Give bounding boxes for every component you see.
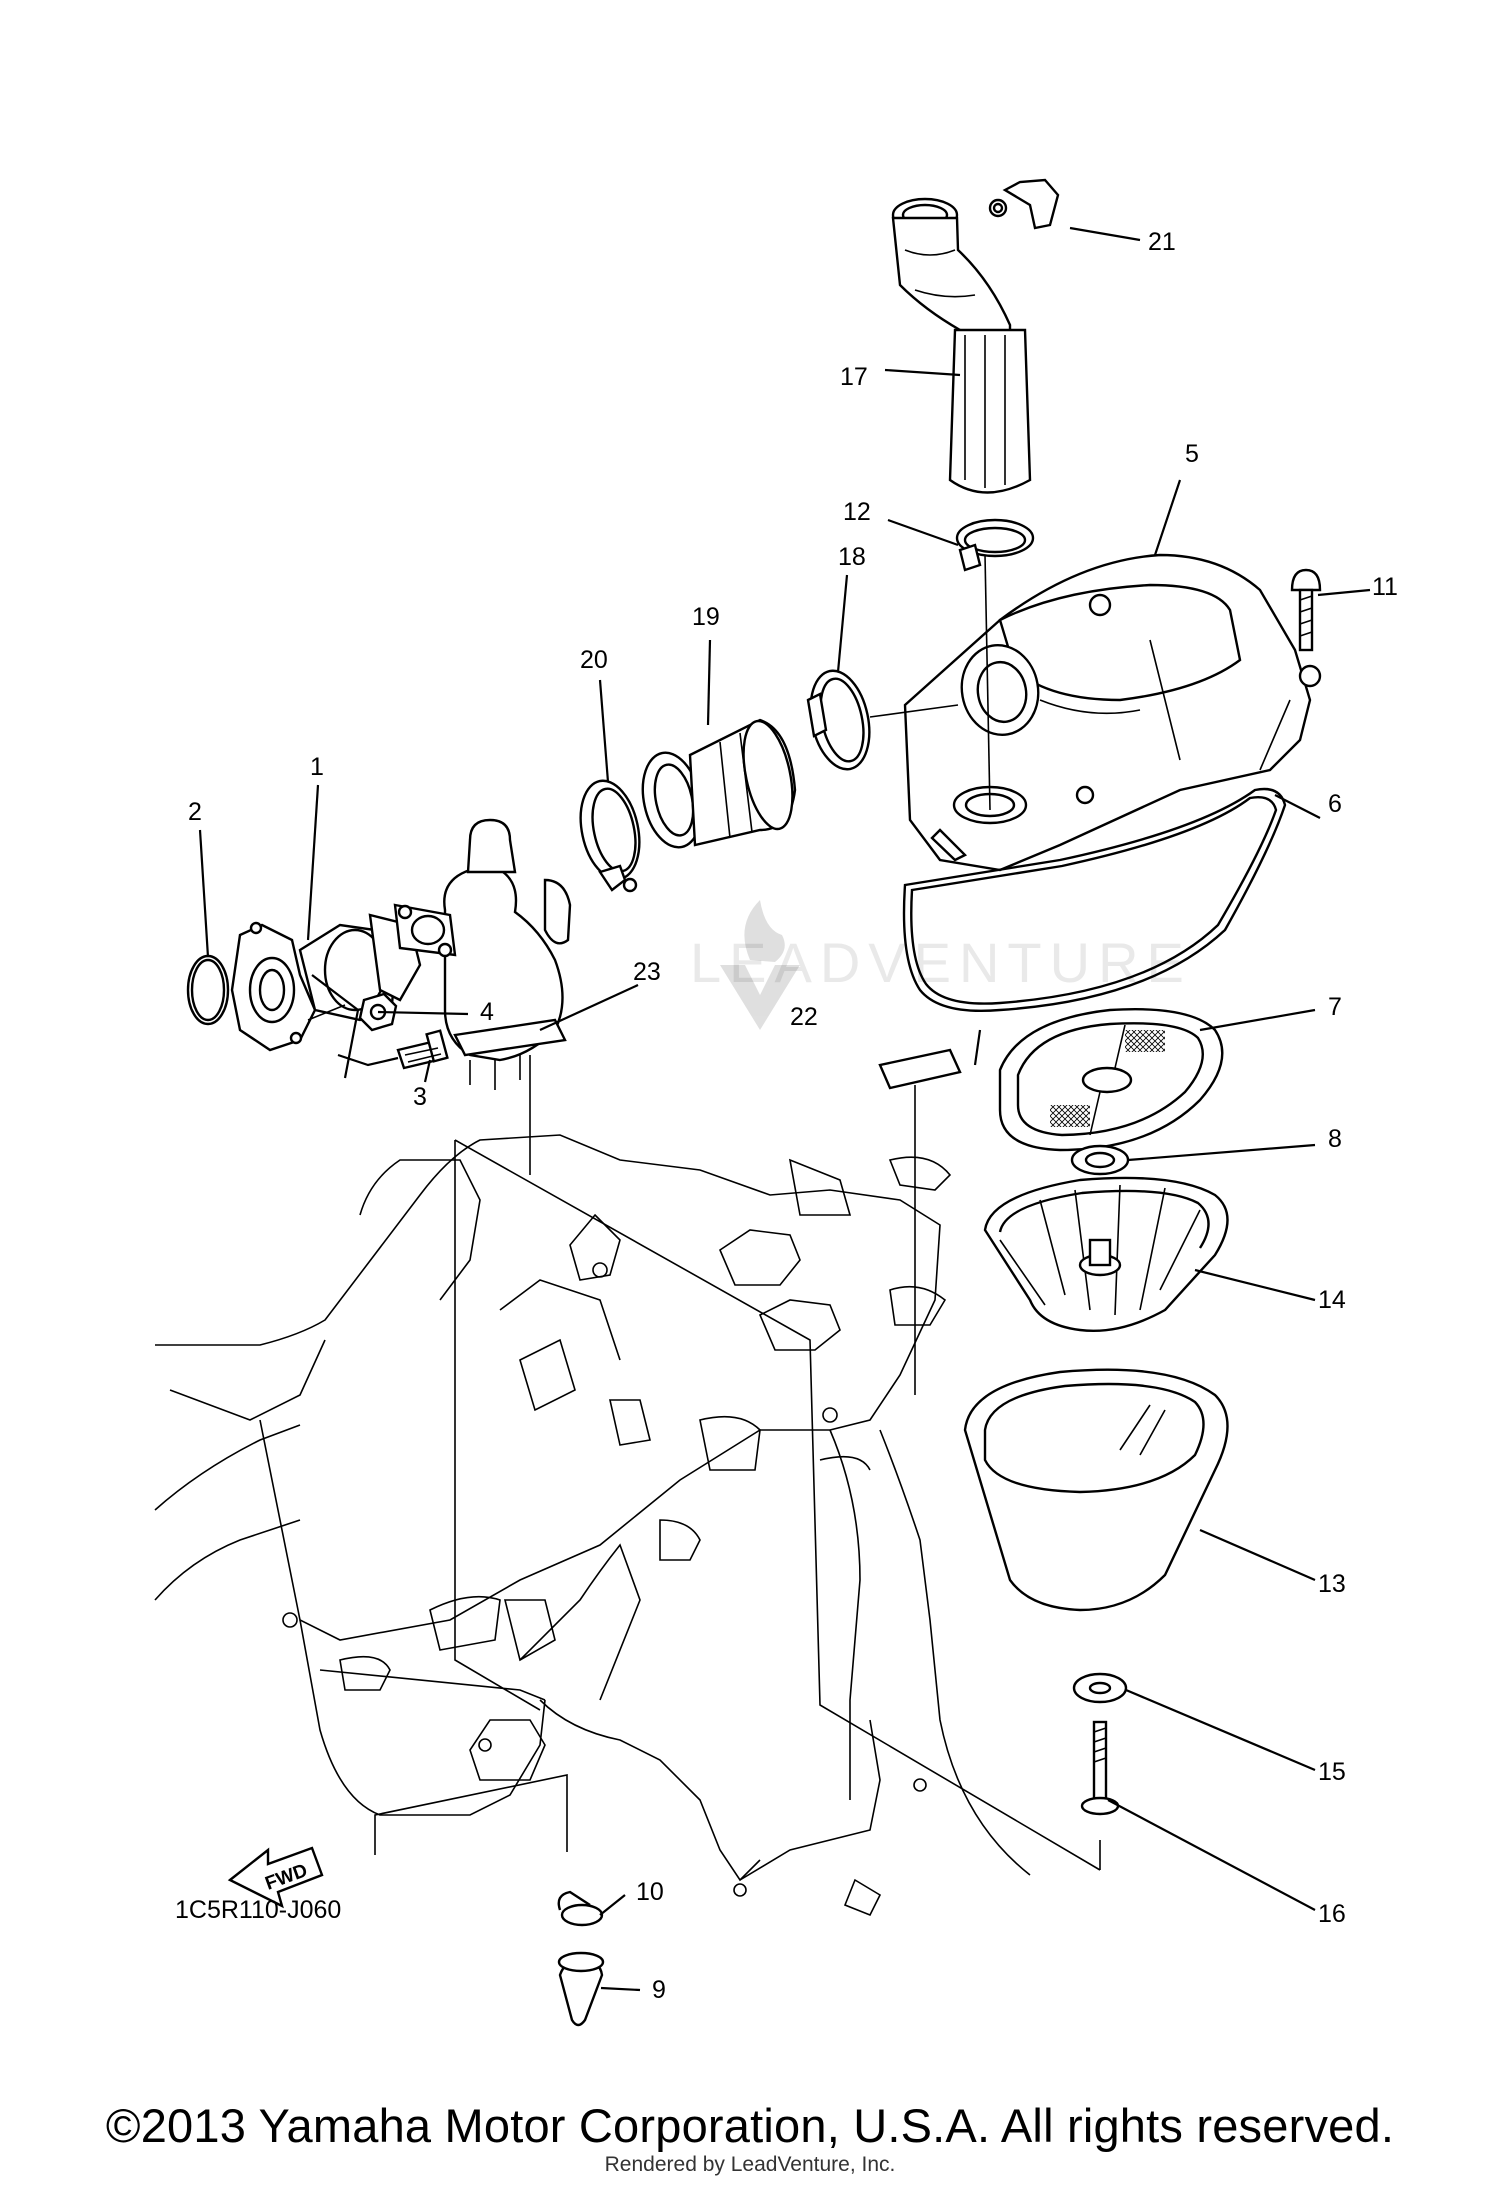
- callout-2: 2: [188, 798, 202, 826]
- callout-21: 21: [1148, 228, 1176, 256]
- part-element-gasket-7: [998, 1007, 1224, 1152]
- copyright-notice: ©2013 Yamaha Motor Corporation, U.S.A. A…: [105, 2099, 1395, 2152]
- part-o-ring: [186, 954, 230, 1026]
- part-band-18: [806, 669, 871, 771]
- part-air-filter-element-14: [983, 1176, 1229, 1332]
- callout-4: 4: [480, 998, 494, 1026]
- part-carburetor-reference: [393, 818, 572, 1090]
- callout-8: 8: [1328, 1125, 1342, 1153]
- part-seal-6: [902, 787, 1287, 1012]
- callout-13: 13: [1318, 1570, 1346, 1598]
- callout-16: 16: [1318, 1900, 1346, 1928]
- watermark-logo-icon: [720, 900, 800, 1030]
- part-label-23: [453, 1018, 567, 1057]
- callout-20: 20: [580, 646, 608, 674]
- part-air-cleaner-case-5: [903, 553, 1322, 872]
- part-grommet-15: [1072, 1672, 1128, 1704]
- callout-7: 7: [1328, 993, 1342, 1021]
- callout-23: 23: [633, 958, 661, 986]
- callout-numbers: 1 2 3 4 5 6 7 8 9 10 11 12 13 14 15 16 1…: [188, 228, 1398, 2004]
- callout-19: 19: [692, 603, 720, 631]
- part-band-12: [955, 518, 1035, 572]
- part-carburetor-joint-19: [641, 718, 797, 849]
- part-washer-8: [1070, 1144, 1130, 1176]
- callout-1: 1: [310, 753, 324, 781]
- part-bolt-16: [1080, 1720, 1120, 1816]
- part-label-22: [878, 1048, 962, 1090]
- callout-22: 22: [790, 1003, 818, 1031]
- callout-12: 12: [843, 498, 871, 526]
- part-air-filter-13: [963, 1368, 1229, 1612]
- part-clamp-20: [579, 779, 641, 893]
- callout-6: 6: [1328, 790, 1342, 818]
- mesh-icon: [1050, 1030, 1165, 1127]
- leader-lines: [198, 226, 1371, 1992]
- part-bolt-3: [396, 1029, 449, 1070]
- callout-10: 10: [636, 1878, 664, 1906]
- diagram-code: 1C5R110-J060: [175, 1896, 342, 1924]
- callout-17: 17: [840, 363, 868, 391]
- part-clip-10: [557, 1890, 604, 1927]
- leadventure-watermark: LEADVENTURE: [690, 931, 1192, 994]
- callout-15: 15: [1318, 1758, 1346, 1786]
- part-joint-21: [988, 178, 1060, 230]
- part-intake-manifold: [230, 913, 422, 1052]
- render-credit: Rendered by LeadVenture, Inc.: [604, 2153, 896, 2176]
- callout-11: 11: [1372, 573, 1398, 601]
- callout-9: 9: [652, 1976, 666, 2004]
- frame-storage-box-reference: [154, 1134, 1031, 1917]
- part-breather-hose-17: [891, 197, 1032, 494]
- callout-18: 18: [838, 543, 866, 571]
- callout-5: 5: [1185, 440, 1199, 468]
- fwd-arrow-icon: FWD: [227, 1846, 324, 1909]
- callout-3: 3: [413, 1083, 427, 1111]
- callout-14: 14: [1318, 1286, 1346, 1314]
- part-bolt-11: [1290, 568, 1322, 652]
- part-drain-plug-9: [557, 1951, 605, 2027]
